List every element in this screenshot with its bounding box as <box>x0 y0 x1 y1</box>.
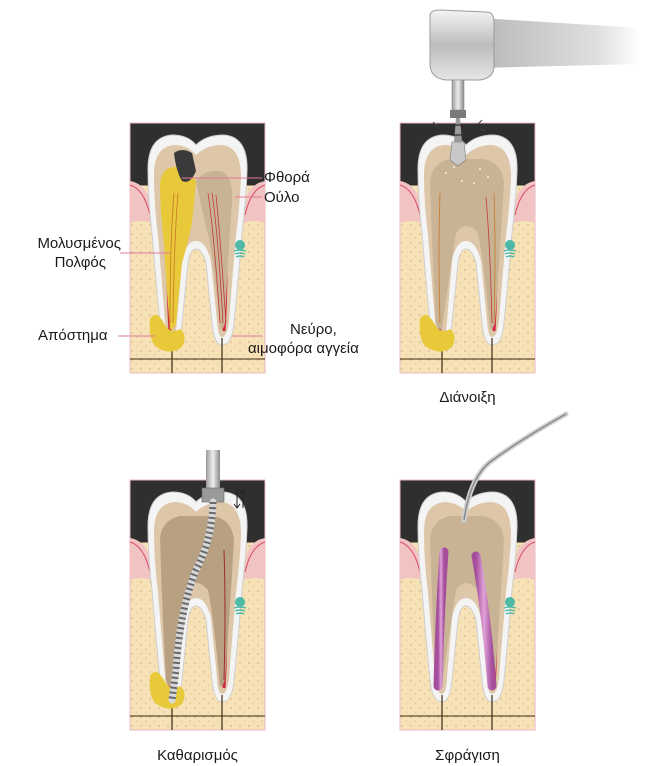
caption-sealing: Σφράγιση <box>400 746 535 765</box>
label-nerve-2: αιμοφόρα αγγεία <box>248 339 359 358</box>
panel-cleaning <box>130 480 265 730</box>
label-abscess: Απόστημα <box>38 326 108 345</box>
label-gum: Ούλο <box>264 188 300 207</box>
panel-sealing <box>400 480 535 730</box>
panel-drilling <box>400 123 535 373</box>
label-infected-pulp-1: Μολυσμένος <box>10 234 121 253</box>
label-infected-pulp-2: Πολφός <box>10 253 106 272</box>
label-nerve-1: Νεύρο, <box>290 320 337 339</box>
caption-drilling: Διάνοιξη <box>400 388 535 407</box>
caption-cleaning: Καθαρισμός <box>120 746 275 765</box>
label-decay: Φθορά <box>264 168 310 187</box>
